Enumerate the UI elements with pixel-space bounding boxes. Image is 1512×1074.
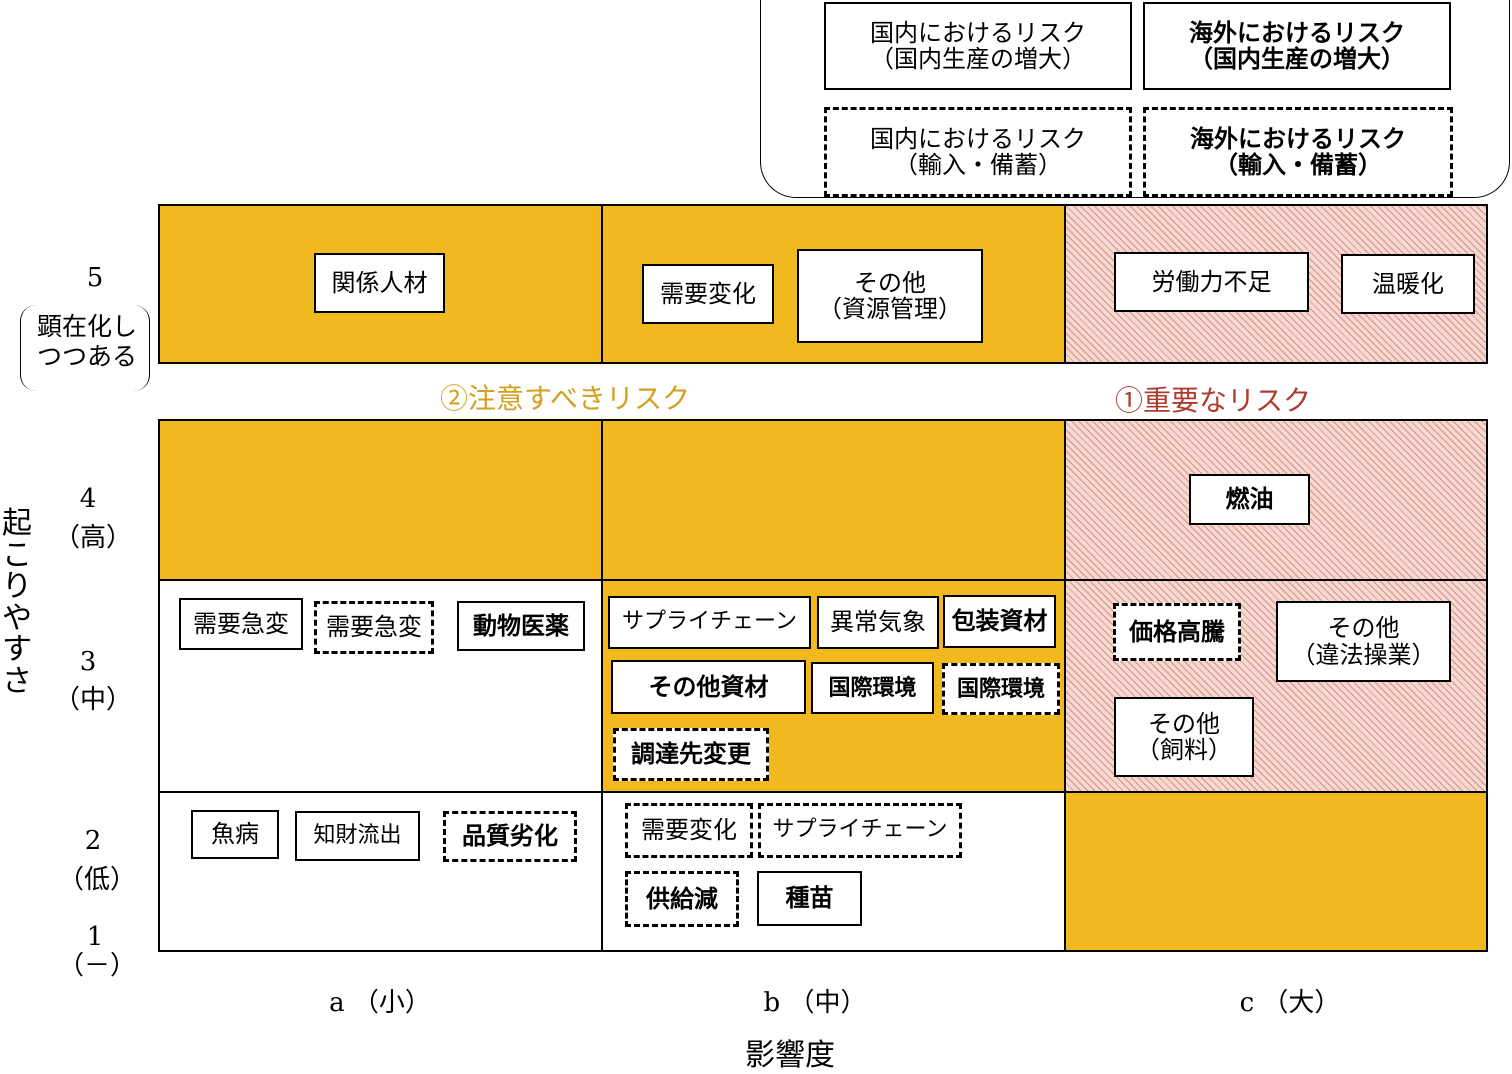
y-level-5-brace <box>20 305 150 391</box>
legend-line: （輸入・備蓄） <box>1214 150 1382 179</box>
item-r3b-5: 国際環境 <box>811 662 934 714</box>
y-axis-title: 起こりやすさ <box>2 506 32 699</box>
y-level-5-num: 5 <box>86 263 104 293</box>
y-level-4-label: （高） <box>53 523 132 553</box>
y-level-4-num: 4 <box>79 484 97 514</box>
cell-4-b <box>601 419 1066 581</box>
x-level-b: b （中） <box>763 988 867 1018</box>
item-r3b-2: 異常気象 <box>817 596 939 649</box>
legend-line: 海外におけるリスク <box>1189 17 1405 47</box>
legend-line: （輸入・備蓄） <box>894 151 1062 179</box>
legend-overseas-production: 海外におけるリスク （国内生産の増大） <box>1143 2 1451 90</box>
cell-4-a <box>158 419 603 581</box>
legend-panel <box>760 0 1510 198</box>
item-line: その他 <box>1148 709 1220 738</box>
item-r5b-2: その他 （資源管理） <box>797 249 983 343</box>
item-r2b-4: 種苗 <box>757 871 862 926</box>
legend-line: 海外におけるリスク <box>1190 123 1406 153</box>
item-r5c-1: 労働力不足 <box>1114 252 1309 312</box>
x-axis-title: 影響度 <box>745 1038 835 1073</box>
legend-domestic-import: 国内におけるリスク （輸入・備蓄） <box>824 107 1132 197</box>
item-r2a-2: 知財流出 <box>295 811 420 861</box>
item-line: その他 <box>854 268 926 297</box>
item-r4c-1: 燃油 <box>1189 474 1310 525</box>
item-r2a-1: 魚病 <box>191 810 279 859</box>
zone-caution-label: ②注意すべきリスク <box>440 382 691 415</box>
item-r2b-1: 需要変化 <box>625 803 753 858</box>
legend-domestic-production: 国内におけるリスク （国内生産の増大） <box>824 2 1132 90</box>
legend-line: 国内におけるリスク <box>870 124 1086 153</box>
item-line: その他 <box>1327 614 1400 643</box>
y-level-5-label: 顕在化し つつある <box>36 312 137 371</box>
y-level-3-num: 3 <box>79 647 97 677</box>
item-r3a-2: 需要急変 <box>314 601 434 654</box>
legend-line: （国内生産の増大） <box>1189 44 1405 73</box>
x-level-c: c （大） <box>1239 988 1341 1018</box>
item-line: （資源管理） <box>818 295 962 323</box>
item-r3a-1: 需要急変 <box>179 598 303 650</box>
y-level-2-num: 2 <box>84 826 102 856</box>
x-level-a: a （小） <box>329 988 431 1018</box>
item-r3b-1: サプライチェーン <box>608 596 811 649</box>
y-level-3-label: （中） <box>53 685 132 715</box>
item-r3b-7: 調達先変更 <box>613 728 769 781</box>
item-r3c-3: その他 （飼料） <box>1114 697 1254 777</box>
zone-important-label: ①重要なリスク <box>1115 384 1312 417</box>
item-r5a-1: 関係人材 <box>314 253 445 313</box>
item-r3c-1: 価格高騰 <box>1113 603 1241 661</box>
y-level-1-num: 1 <box>86 922 104 952</box>
y-level-1-label: （－） <box>57 951 136 981</box>
item-r2a-3: 品質劣化 <box>443 811 577 862</box>
item-r2b-3: 供給減 <box>625 871 739 927</box>
item-r3b-6: 国際環境 <box>942 663 1060 715</box>
legend-line: （国内生産の増大） <box>870 45 1086 73</box>
item-r5b-1: 需要変化 <box>642 264 774 324</box>
item-line: （飼料） <box>1136 736 1232 764</box>
item-r3c-2: その他 （違法操業） <box>1276 601 1451 682</box>
cell-2-c <box>1064 791 1488 952</box>
item-r3a-3: 動物医薬 <box>457 601 585 651</box>
item-r2b-2: サプライチェーン <box>758 803 962 858</box>
item-line: （違法操業） <box>1291 640 1436 669</box>
item-r5c-2: 温暖化 <box>1341 254 1475 314</box>
legend-line: 国内におけるリスク <box>870 18 1086 47</box>
legend-overseas-import: 海外におけるリスク （輸入・備蓄） <box>1143 107 1453 197</box>
item-r3b-3: 包装資材 <box>943 595 1056 648</box>
item-r3b-4: その他資材 <box>611 660 806 714</box>
y-level-2-label: （低） <box>57 865 136 895</box>
